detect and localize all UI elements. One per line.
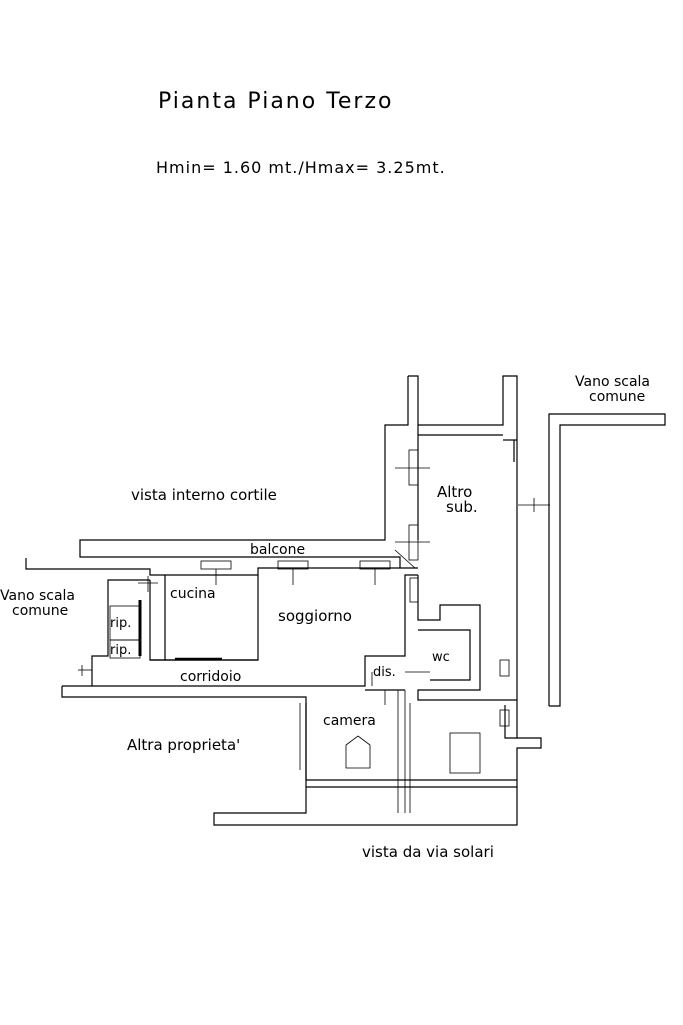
window-marks — [78, 449, 550, 705]
vano-scala-left-label: Vano scala — [0, 588, 75, 604]
plan-title: Pianta Piano Terzo — [158, 89, 393, 114]
camera-label: camera — [323, 713, 376, 729]
balcone-label: balcone — [250, 542, 305, 558]
altro-sub-walls — [79, 375, 542, 826]
corridoio-label: corridoio — [180, 669, 241, 685]
soggiorno-label: soggiorno — [278, 607, 352, 625]
camera-walls — [299, 690, 517, 813]
vista-via-label: vista da via solari — [362, 843, 494, 861]
vano-scala-right-walls — [548, 413, 666, 707]
rip-label-1: rip. — [110, 616, 131, 631]
cucina-label: cucina — [170, 586, 216, 602]
wc-label: wc — [432, 650, 450, 665]
vano-scala-left-label-2: comune — [12, 603, 68, 619]
vano-scala-right-label: Vano scala — [575, 374, 650, 390]
altra-proprieta-label: Altra proprieta' — [127, 736, 240, 754]
altro-sub-label: sub. — [446, 498, 478, 516]
altro-label: Altro — [437, 483, 472, 501]
heights-label: Hmin= 1.60 mt./Hmax= 3.25mt. — [156, 158, 446, 177]
main-block-walls — [25, 549, 517, 703]
dis-label: dis. — [373, 665, 396, 680]
vista-interno-label: vista interno cortile — [131, 486, 277, 504]
vano-scala-right-label-2: comune — [589, 389, 645, 405]
rip-label-2: rip. — [110, 643, 131, 658]
